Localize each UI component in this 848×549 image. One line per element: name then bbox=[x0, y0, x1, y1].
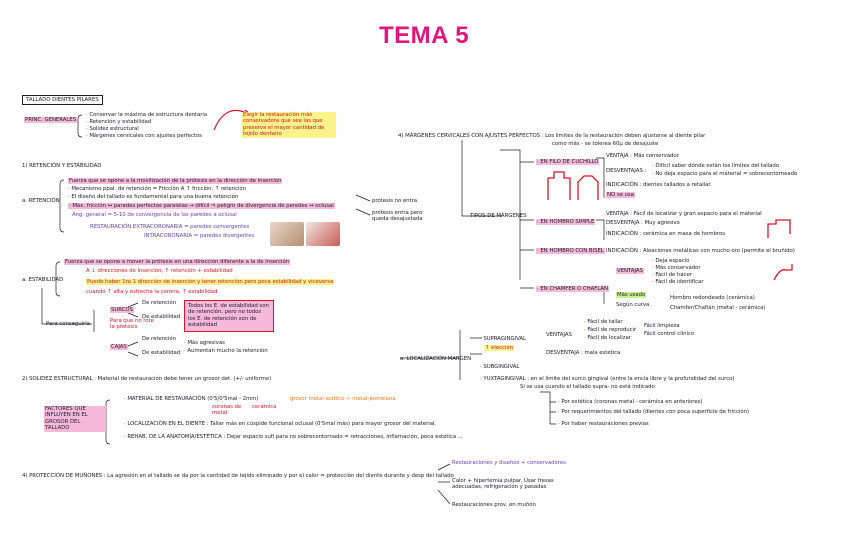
ret-line-7: INTRACORONARIA = paredes divergentes bbox=[144, 233, 255, 239]
material-orange-note: grosor metal-acrílico > metal-porcelana bbox=[290, 396, 396, 402]
chaflan-ventaja-1: · Deja espacio bbox=[652, 258, 690, 264]
retencion-label: a. RETENCIÓN bbox=[22, 198, 60, 204]
por-restauraciones: · Por haber restauraciones previas bbox=[558, 421, 649, 427]
material-sub-metal: coronas de metal bbox=[212, 404, 242, 417]
supragingival: · SUPRAGINGIVAL bbox=[480, 336, 527, 342]
por-requerimientos: · Por requerimientos del tallado (diente… bbox=[558, 409, 749, 415]
localizacion-line: · LOCALIZACIÓN EN EL DIENTE : Tallar más… bbox=[124, 421, 437, 427]
chaflan-curva-2: Chamfer/Chaflán (metal - cerámica) bbox=[670, 305, 766, 311]
princ-item-1: · Conservar la máxima de estructura dent… bbox=[86, 112, 208, 118]
supra-ventaja-2: · Fácil de reproducir bbox=[584, 327, 637, 333]
margenes-sub: como más - se tolerea 60µ de desajuste bbox=[552, 141, 659, 147]
supra-eleccion: ↑ elección bbox=[484, 345, 515, 352]
princ-item-3: · Solidez estructural bbox=[86, 126, 139, 132]
conservation-note: Elegir la restauración más conservadora … bbox=[242, 112, 336, 138]
ret-line-6: RESTAURACIÓN EXTRACORONARIA = paredes co… bbox=[90, 224, 250, 230]
surcos-note: Para que no rote la prótesis bbox=[110, 318, 154, 331]
ret-line-4: · Máx. fricción ↔ paredes perfectas para… bbox=[68, 203, 335, 210]
supra-ventajas: VENTAJAS bbox=[546, 332, 572, 338]
tipos-margenes: TIPOS DE MÁRGENES bbox=[470, 213, 527, 219]
cajas-retencion: De retención bbox=[142, 336, 177, 342]
supra-ventaja-4: Fácil limpieza bbox=[644, 323, 680, 329]
subgingival: · SUBGINGIVAL bbox=[480, 364, 520, 370]
ret-line-3: · El diseño del tallado es fundamental p… bbox=[68, 194, 239, 200]
surcos-label: SURCOS bbox=[110, 307, 134, 314]
estab-line-3: Puede haber 1ra 1 dirección de inserción… bbox=[86, 279, 335, 286]
surcos-box-note: Todos los E. de estabilidad son de reten… bbox=[184, 300, 274, 332]
filo-label: · EN FILO DE CUCHILLO bbox=[536, 159, 600, 166]
tooth-prep-image-2 bbox=[306, 222, 340, 246]
rehab-line: · REHAB. DE LA ANATOMÍA/ESTÉTICA : Dejar… bbox=[124, 434, 463, 440]
proteccion-title: 4) PROTECCIÓN DE MUÑONES : La agresión e… bbox=[22, 473, 454, 479]
chaflan-curva-1: Hombro redondeado (cerámica) bbox=[670, 295, 755, 301]
bisel-label: · EN HOMBRO CON BISEL bbox=[536, 248, 605, 255]
para-conseguirla: Para conseguirla bbox=[46, 321, 90, 327]
proteccion-b: Calor + hipertemia pulpar. Usar fresas a… bbox=[452, 478, 554, 491]
estab-line-1: Fuerza que se opone a mover la prótesis … bbox=[64, 259, 291, 266]
surcos-estabilidad: De estabilidad bbox=[142, 314, 181, 320]
bisel-indicacion: INDICACIÓN : Aleaciones metálicas con mu… bbox=[606, 248, 795, 254]
margenes-title: 4) MÁRGENES CERVICALES CON AJUSTES PERFE… bbox=[398, 133, 706, 139]
protesis-note-2: prótesis entra pero queda desajustada bbox=[372, 210, 423, 223]
supra-desventaja: DESVENTAJA : mala estética bbox=[546, 350, 621, 356]
protesis-note-1: prótesis no entra bbox=[372, 198, 418, 204]
surcos-retencion: De retención bbox=[142, 300, 177, 306]
localizacion-margen-label: a. LOCALIZACIÓN MARGEN bbox=[400, 356, 472, 362]
yuxtagingival: · YUXTAGINGIVAL : en el límite del surco… bbox=[480, 376, 735, 382]
factores-label: FACTORES QUE INFLUYEN EN EL GROSOR DEL T… bbox=[44, 406, 106, 432]
princ-item-2: · Retención y estabilidad bbox=[86, 119, 152, 125]
chaflan-mas-usado: Más usado bbox=[616, 292, 647, 299]
hombro-indicacion: INDICACIÓN : cerámica en masa de hombros bbox=[606, 231, 725, 237]
filo-desventajas: DESVENTAJAS : bbox=[606, 168, 647, 174]
chaflan-segun-curva: Según curva bbox=[616, 302, 650, 308]
ret-line-5: Ang. general = 5-10 de convergencia de l… bbox=[72, 212, 237, 218]
filo-desventaja-b: · No deja espacio para el material = sob… bbox=[652, 171, 798, 177]
section-retencion-title: 1) RETENCIÓN Y ESTABILIDAD bbox=[22, 163, 102, 169]
chaflan-ventaja-4: · Fácil de identificar bbox=[652, 279, 704, 285]
filo-ventaja: VENTAJA : Más conservador bbox=[606, 153, 679, 159]
tooth-margin-sketches bbox=[547, 171, 793, 281]
hombro-label: · EN HOMBRO SIMPLE bbox=[536, 219, 596, 226]
estab-line-4: cuando ↑ alta y estrecha la corona, ↑ es… bbox=[86, 289, 218, 295]
proteccion-a: Restauraciones y diseños + conservadores bbox=[452, 460, 566, 466]
estabilidad-label: a. ESTABILIDAD bbox=[22, 277, 64, 283]
cajas-note-2: · Aumentan mucho la retención bbox=[184, 348, 268, 354]
estab-line-2: A ↓ direcciones de inserción, ↑ retenció… bbox=[86, 268, 233, 274]
chaflan-ventajas: VENTAJAS bbox=[616, 268, 644, 275]
proteccion-c: Restauraciones prov. en muñón bbox=[452, 502, 536, 508]
chaflan-ventaja-2: · Más conservador bbox=[652, 265, 701, 271]
solidez-title: 2) SOLIDEZ ESTRUCTURAL : Material de res… bbox=[22, 376, 272, 382]
por-estetica: · Por estética (coronas metal - cerámica… bbox=[558, 399, 703, 405]
page-title: TEMA 5 bbox=[378, 22, 470, 49]
princ-label: PRINC. GENERALES bbox=[24, 117, 78, 124]
chaflan-label: · EN CHAMFER O CHAFLÁN bbox=[536, 286, 610, 293]
filo-no-usa: NO se usa bbox=[606, 192, 635, 199]
cajas-label: CAJAS bbox=[110, 344, 128, 351]
ret-line-1: Fuerza que se opone a la movilización de… bbox=[68, 178, 283, 185]
material-line: · MATERIAL DE RESTAURACIÓN (0'5/0'5mal -… bbox=[124, 396, 259, 402]
cajas-note-1: · Más agresivas bbox=[184, 340, 225, 346]
tooth-prep-image-1 bbox=[270, 222, 304, 246]
yuxtagingival-2: Si se usa cuando el tallado supra- no es… bbox=[520, 384, 655, 390]
chaflan-ventaja-3: · Fácil de hacer bbox=[652, 272, 692, 278]
hombro-desventaja: DESVENTAJA : Muy agresivo bbox=[606, 220, 680, 226]
section-header-tallado: TALLADO DIENTES PILARES bbox=[22, 95, 103, 106]
filo-desventaja-a: · Difícil saber dónde están los límites … bbox=[652, 163, 780, 169]
cajas-estabilidad: De estabilidad bbox=[142, 350, 181, 356]
filo-indicacion: INDICACIÓN : dientes tallados a retallar… bbox=[606, 182, 712, 188]
ret-line-2: · Mecanismo ppal. de retención = Fricció… bbox=[68, 186, 246, 192]
material-sub-ceramica: cerámica bbox=[252, 404, 277, 410]
princ-item-4: · Márgenes cervicales con ajustes perfec… bbox=[86, 133, 202, 139]
supra-ventaja-1: · Fácil de tallar bbox=[584, 319, 623, 325]
supra-ventaja-3: · Fácil de localizar bbox=[584, 335, 631, 341]
supra-ventaja-5: Fácil control clínico bbox=[644, 331, 695, 337]
hombro-ventaja: VENTAJA : Fácil de localizar y gran espa… bbox=[606, 211, 762, 217]
